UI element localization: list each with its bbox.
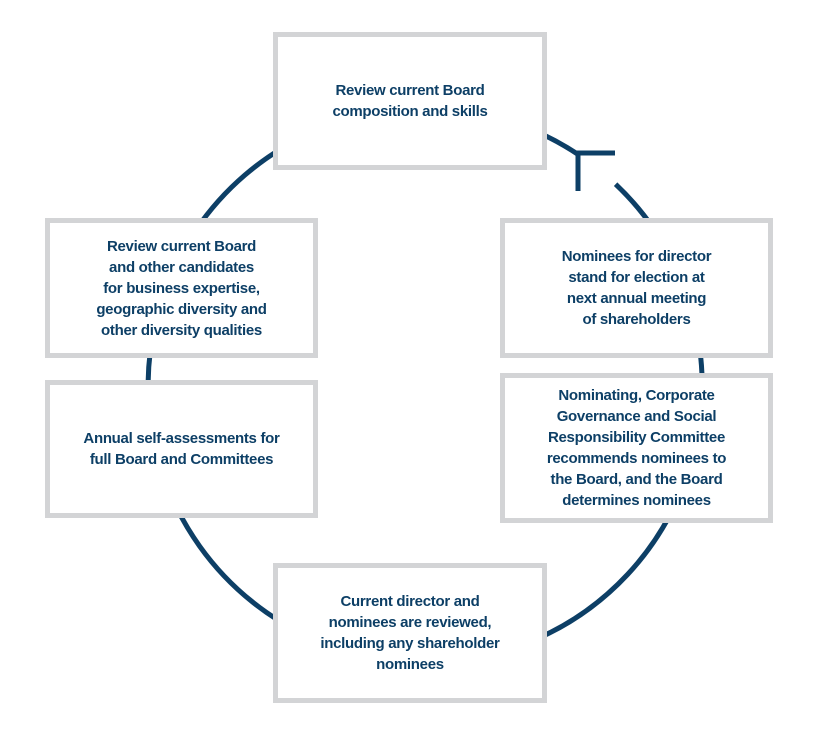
step-review-board-composition: Review current Board composition and ski… <box>273 32 547 170</box>
step-label: Current director and nominees are review… <box>320 593 500 673</box>
step-directors-nominees-reviewed: Current director and nominees are review… <box>273 563 547 703</box>
step-label: Annual self-assessments for full Board a… <box>83 430 280 468</box>
step-label: Review current Board and other candidate… <box>96 237 267 339</box>
step-committee-recommends-nominees: Nominating, Corporate Governance and Soc… <box>500 373 773 523</box>
step-annual-self-assessments: Annual self-assessments for full Board a… <box>45 380 318 518</box>
step-label: Nominees for director stand for election… <box>561 248 712 328</box>
step-review-candidates-diversity: Review current Board and other candidate… <box>45 218 318 358</box>
step-label: Review current Board composition and ski… <box>332 82 488 120</box>
step-label: Nominating, Corporate Governance and Soc… <box>546 387 727 509</box>
step-nominees-stand-for-election: Nominees for director stand for election… <box>500 218 773 358</box>
arrow-up-left-icon <box>575 150 615 191</box>
